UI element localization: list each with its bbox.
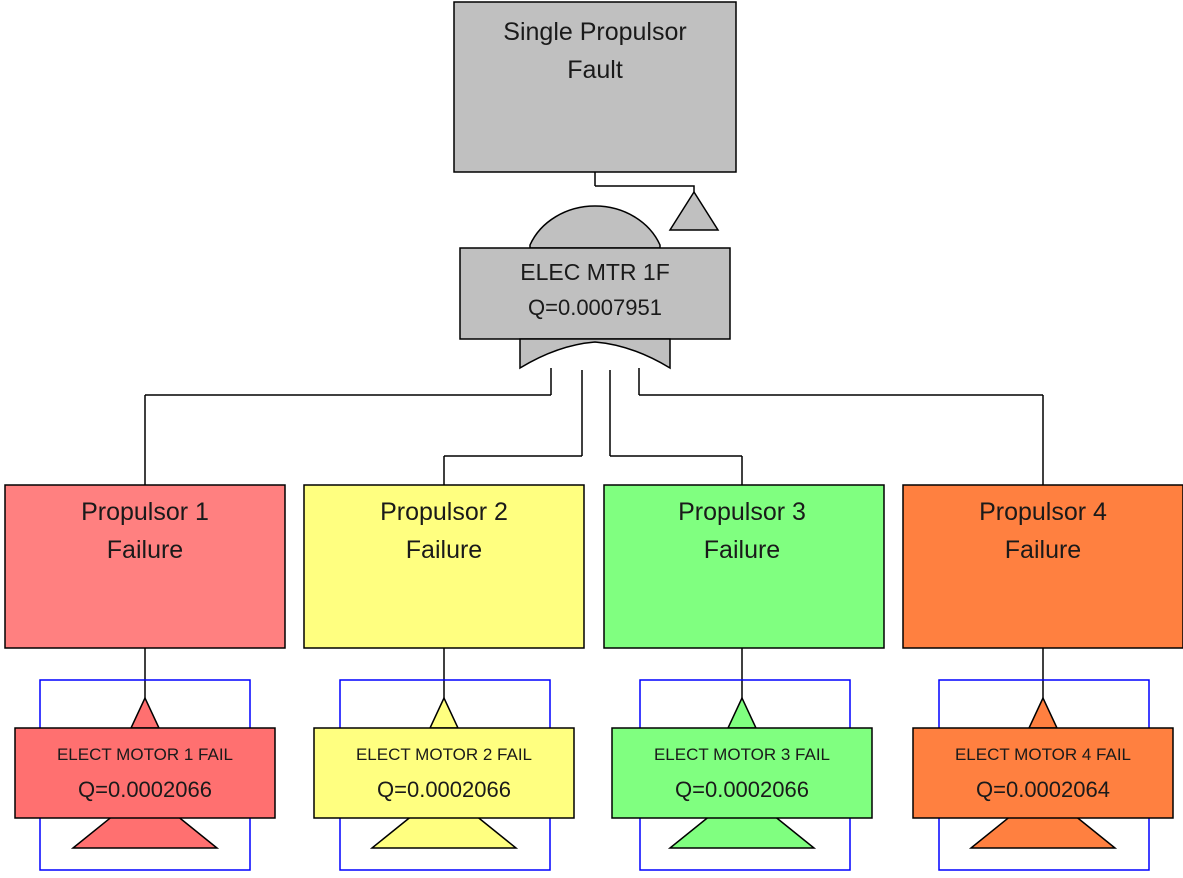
- propulsor-4-title-line1: Propulsor 4: [979, 498, 1107, 526]
- propulsor-3-box[interactable]: [603, 484, 885, 649]
- top-event-title-line1: Single Propulsor: [503, 18, 686, 46]
- propulsor-3-title-line2: Failure: [704, 536, 780, 564]
- basic-event-1-triangle-top-icon: [129, 696, 161, 729]
- propulsor-3-title-line1: Propulsor 3: [678, 498, 806, 526]
- transfer-triangle-icon: [668, 190, 720, 231]
- basic-event-2-triangle-bottom-icon: [369, 789, 519, 849]
- connector-lines: [144, 172, 1044, 698]
- or-gate-icon: [519, 338, 671, 370]
- basic-event-2-triangle-top-icon: [428, 696, 460, 729]
- and-gate-icon: [529, 205, 661, 249]
- gate-q-value: Q=0.0007951: [528, 295, 662, 320]
- top-event-title-line2: Fault: [567, 56, 623, 84]
- basic-event-4-q-value: Q=0.0002064: [976, 777, 1110, 802]
- basic-event-4-triangle-top-icon: [1027, 696, 1059, 729]
- gate-name: ELEC MTR 1F: [520, 259, 670, 285]
- basic-event-4-name: ELECT MOTOR 4 FAIL: [955, 745, 1131, 764]
- basic-event-3-box[interactable]: [611, 727, 873, 819]
- propulsor-1-box[interactable]: [4, 484, 286, 649]
- basic-event-2-q-value: Q=0.0002066: [377, 777, 511, 802]
- propulsor-2-title-line1: Propulsor 2: [380, 498, 508, 526]
- basic-event-3-triangle-top-icon: [726, 696, 758, 729]
- basic-event-4-box[interactable]: [912, 727, 1174, 819]
- basic-event-3-triangle-bottom-icon: [667, 789, 817, 849]
- propulsor-1-title-line2: Failure: [107, 536, 183, 564]
- top-event-box[interactable]: [453, 1, 737, 173]
- basic-event-3-name: ELECT MOTOR 3 FAIL: [654, 745, 830, 764]
- basic-event-1-triangle-bottom-icon: [70, 789, 220, 849]
- basic-event-4-triangle-bottom-icon: [968, 789, 1118, 849]
- gate-box[interactable]: [459, 247, 731, 340]
- propulsor-2-box[interactable]: [303, 484, 585, 649]
- basic-event-1-q-value: Q=0.0002066: [78, 777, 212, 802]
- basic-event-1-box[interactable]: [14, 727, 276, 819]
- propulsor-2-title-line2: Failure: [406, 536, 482, 564]
- propulsor-4-title-line2: Failure: [1005, 536, 1081, 564]
- basic-event-3-q-value: Q=0.0002066: [675, 777, 809, 802]
- propulsor-1-title-line1: Propulsor 1: [81, 498, 209, 526]
- basic-event-2-box[interactable]: [313, 727, 575, 819]
- basic-event-2-name: ELECT MOTOR 2 FAIL: [356, 745, 532, 764]
- basic-event-1-name: ELECT MOTOR 1 FAIL: [57, 745, 233, 764]
- propulsor-4-box[interactable]: [902, 484, 1183, 649]
